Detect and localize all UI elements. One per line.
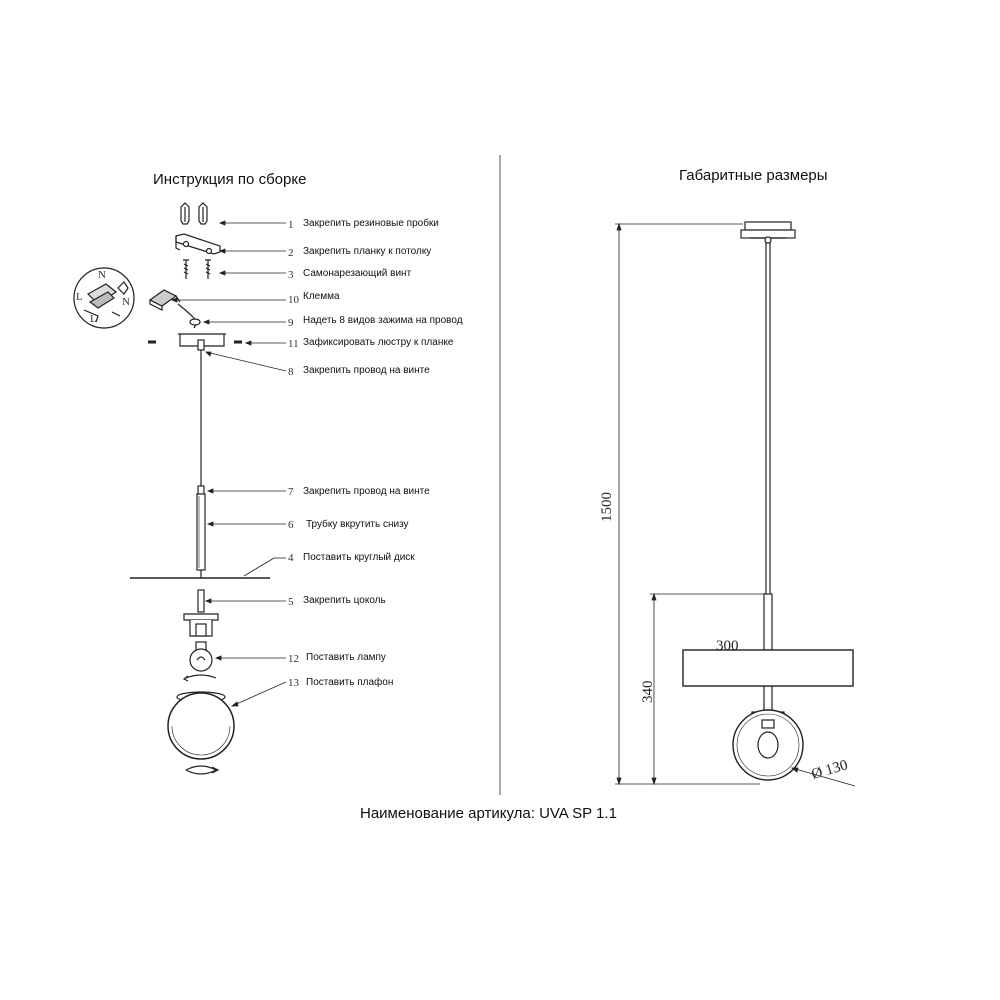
step-7-number: 7: [288, 486, 294, 498]
globe-outline: [732, 709, 804, 781]
step-2-text: Закрепить планку к потолку: [303, 246, 431, 257]
lamp-bulb-icon: [189, 641, 213, 672]
step-12-number: 12: [288, 653, 299, 665]
terminal-mark-3: N: [122, 296, 130, 308]
step-4-text: Поставить круглый диск: [303, 552, 415, 563]
step-10-number: 10: [288, 294, 300, 306]
leader-lines: [170, 220, 287, 707]
terminal-detail-icon: N L N L: [73, 267, 135, 329]
step-3-text: Самонарезающий винт: [303, 268, 412, 279]
step-11-text: Зафиксировать люстру к планке: [303, 336, 454, 348]
article-name: Наименование артикула: UVA SP 1.1: [360, 805, 617, 822]
terminal-mark-4: L: [90, 313, 97, 325]
step-2-number: 2: [288, 247, 294, 259]
height-total-value: 1500: [599, 492, 615, 522]
dimension-drawing: [615, 221, 856, 787]
tube-icon: [196, 493, 206, 571]
wire-clamp-icon: [189, 318, 201, 326]
canopy-icon: [148, 333, 242, 351]
rubber-plugs-icon: [180, 202, 208, 225]
disc-outline: [682, 649, 854, 687]
terminal-mark-1: N: [98, 269, 106, 281]
socket-icon: [183, 589, 219, 637]
step-5-number: 5: [288, 596, 294, 608]
step-12-text: Поставить лампу: [306, 652, 386, 663]
glass-globe-icon: [167, 674, 235, 775]
step-9-number: 9: [288, 317, 294, 329]
step-6-text: Трубку вкрутить снизу: [306, 518, 409, 530]
tube-outline: [763, 593, 773, 651]
assembly-drawing: N L N L: [73, 202, 287, 775]
disc-width-value: 300: [716, 638, 739, 654]
step-8-number: 8: [288, 366, 294, 378]
mounting-bracket-icon: [175, 233, 221, 255]
assembly-title: Инструкция по сборке: [153, 171, 307, 188]
height-lower-value: 340: [640, 681, 656, 704]
step-labels: 1 Закрепить резиновые пробки 2 Закрепить…: [288, 217, 463, 689]
terminal-block-icon: [148, 289, 181, 311]
step-6-number: 6: [288, 519, 294, 531]
canopy-outline: [744, 221, 792, 231]
screws-icon: [183, 259, 211, 279]
step-1-text: Закрепить резиновые пробки: [303, 217, 439, 229]
step-9-text: Надеть 8 видов зажима на провод: [303, 315, 463, 326]
dimensions-title: Габаритные размеры: [679, 167, 828, 184]
step-13-number: 13: [288, 677, 300, 689]
step-3-number: 3: [288, 269, 294, 281]
step-5-text: Закрепить цоколь: [303, 595, 386, 606]
terminal-mark-2: L: [76, 291, 83, 303]
step-11-number: 11: [288, 338, 299, 350]
step-8-text: Закрепить провод на винте: [303, 365, 430, 376]
step-13-text: Поставить плафон: [306, 676, 393, 688]
cable-fix-icon: [197, 485, 205, 495]
step-10-text: Клемма: [303, 291, 340, 302]
step-4-number: 4: [288, 552, 294, 564]
step-1-number: 1: [288, 219, 294, 231]
step-7-text: Закрепить провод на винте: [303, 486, 430, 497]
dimension-lines: [615, 222, 856, 787]
